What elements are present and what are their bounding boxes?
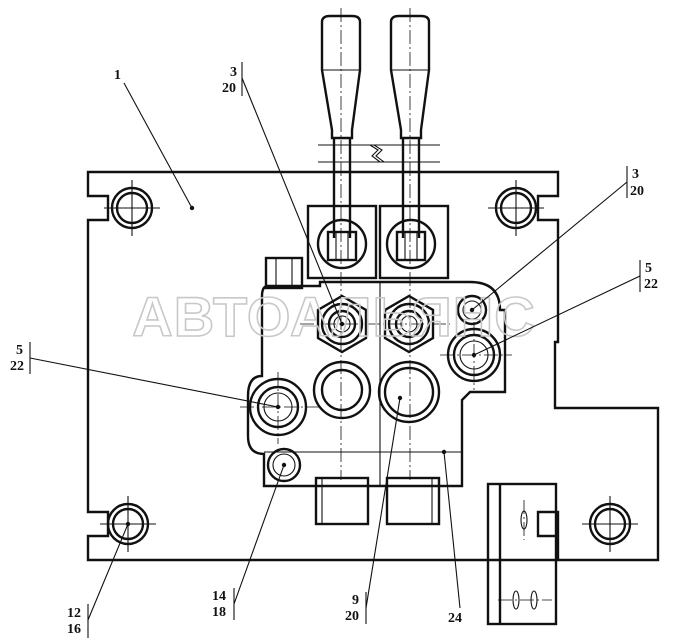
port-center-left (312, 360, 372, 420)
mounting-hole-top-right (488, 180, 544, 236)
callout-3-20-right: 3 20 (469, 166, 644, 313)
control-levers (318, 8, 440, 480)
svg-text:24: 24 (448, 611, 462, 626)
callout-1: 1 (114, 68, 195, 211)
callout-5-22-left: 5 22 (10, 342, 281, 410)
svg-text:16: 16 (67, 622, 81, 637)
valve-body (240, 204, 512, 526)
lever-joint-right (385, 218, 437, 270)
svg-text:5: 5 (645, 261, 652, 276)
lever-joint-left (316, 218, 368, 270)
mounting-hole-bottom-right (582, 496, 638, 552)
svg-text:20: 20 (345, 609, 359, 624)
port-center-right (377, 360, 441, 424)
svg-text:20: 20 (222, 81, 236, 96)
callout-9-20: 9 20 (345, 395, 403, 624)
svg-text:3: 3 (230, 65, 237, 80)
svg-text:9: 9 (352, 593, 359, 608)
base-plate (86, 170, 660, 562)
callout-24: 24 (441, 449, 462, 626)
svg-text:22: 22 (644, 277, 658, 292)
watermark: АВТОАЛЬЯНС (132, 285, 535, 348)
svg-text:12: 12 (67, 606, 81, 621)
callout-12-16: 12 16 (67, 521, 131, 638)
svg-text:18: 18 (212, 605, 226, 620)
callouts: 1 3 20 3 20 5 22 5 (10, 62, 658, 638)
svg-text:5: 5 (16, 343, 23, 358)
svg-text:20: 20 (630, 184, 644, 199)
mounting-hole-top-left (104, 180, 160, 236)
callout-3-20-top: 3 20 (222, 62, 345, 327)
mounting-bracket (486, 482, 558, 626)
callout-5-22-right: 5 22 (471, 260, 658, 358)
callout-14-18: 14 18 (212, 462, 287, 620)
svg-text:3: 3 (632, 167, 639, 182)
svg-text:14: 14 (212, 589, 226, 604)
svg-text:22: 22 (10, 359, 24, 374)
svg-text:1: 1 (114, 68, 121, 83)
